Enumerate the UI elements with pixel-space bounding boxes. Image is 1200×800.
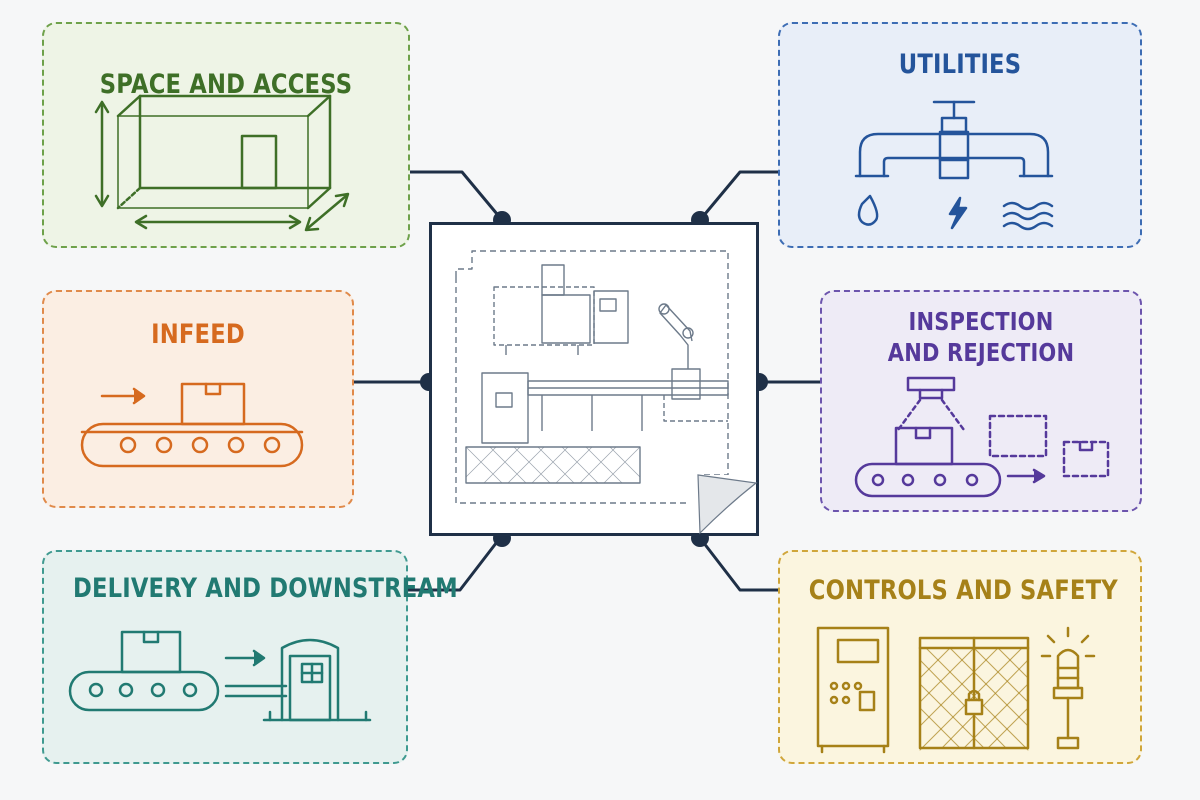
connector-controls [698,537,778,592]
center-layout-blueprint [429,222,759,536]
panel-inspection-and-rejection: INSPECTION AND REJECTION [820,290,1142,512]
connector-delivery [408,537,502,592]
waves-icon [1002,201,1054,231]
panel-infeed: INFEED [42,290,354,508]
control-cabinet-icon [816,626,890,754]
machine-layout-blueprint-icon [455,250,758,535]
panel-title: INSPECTION AND REJECTION [887,307,1075,368]
safety-fence-lock-icon [918,636,1030,751]
utility-pipe-icon [854,100,1054,231]
inspection-reject-icon [854,376,1110,498]
delivery-dock-icon [68,630,372,722]
controls-safety-icon [816,626,1096,754]
warning-beacon-icon [1040,626,1096,750]
lightning-icon [948,196,968,230]
panel-title: UTILITIES [898,49,1022,80]
panel-delivery-and-downstream: DELIVERY AND DOWNSTREAM [42,550,458,764]
room-dimensions-icon [94,94,350,232]
panel-title: DELIVERY AND DOWNSTREAM [72,573,458,604]
water-drop-icon [857,194,879,226]
connector-utilities [698,170,778,221]
panel-controls-and-safety: CONTROLS AND SAFETY [778,550,1142,764]
panel-title: INFEED [151,319,245,350]
panel-title: CONTROLS AND SAFETY [808,575,1118,606]
panel-space-and-access: SPACE AND ACCESS [42,22,410,248]
panel-utilities: UTILITIES [778,22,1142,248]
infeed-conveyor-icon [80,382,304,468]
connector-space-access [410,170,504,221]
